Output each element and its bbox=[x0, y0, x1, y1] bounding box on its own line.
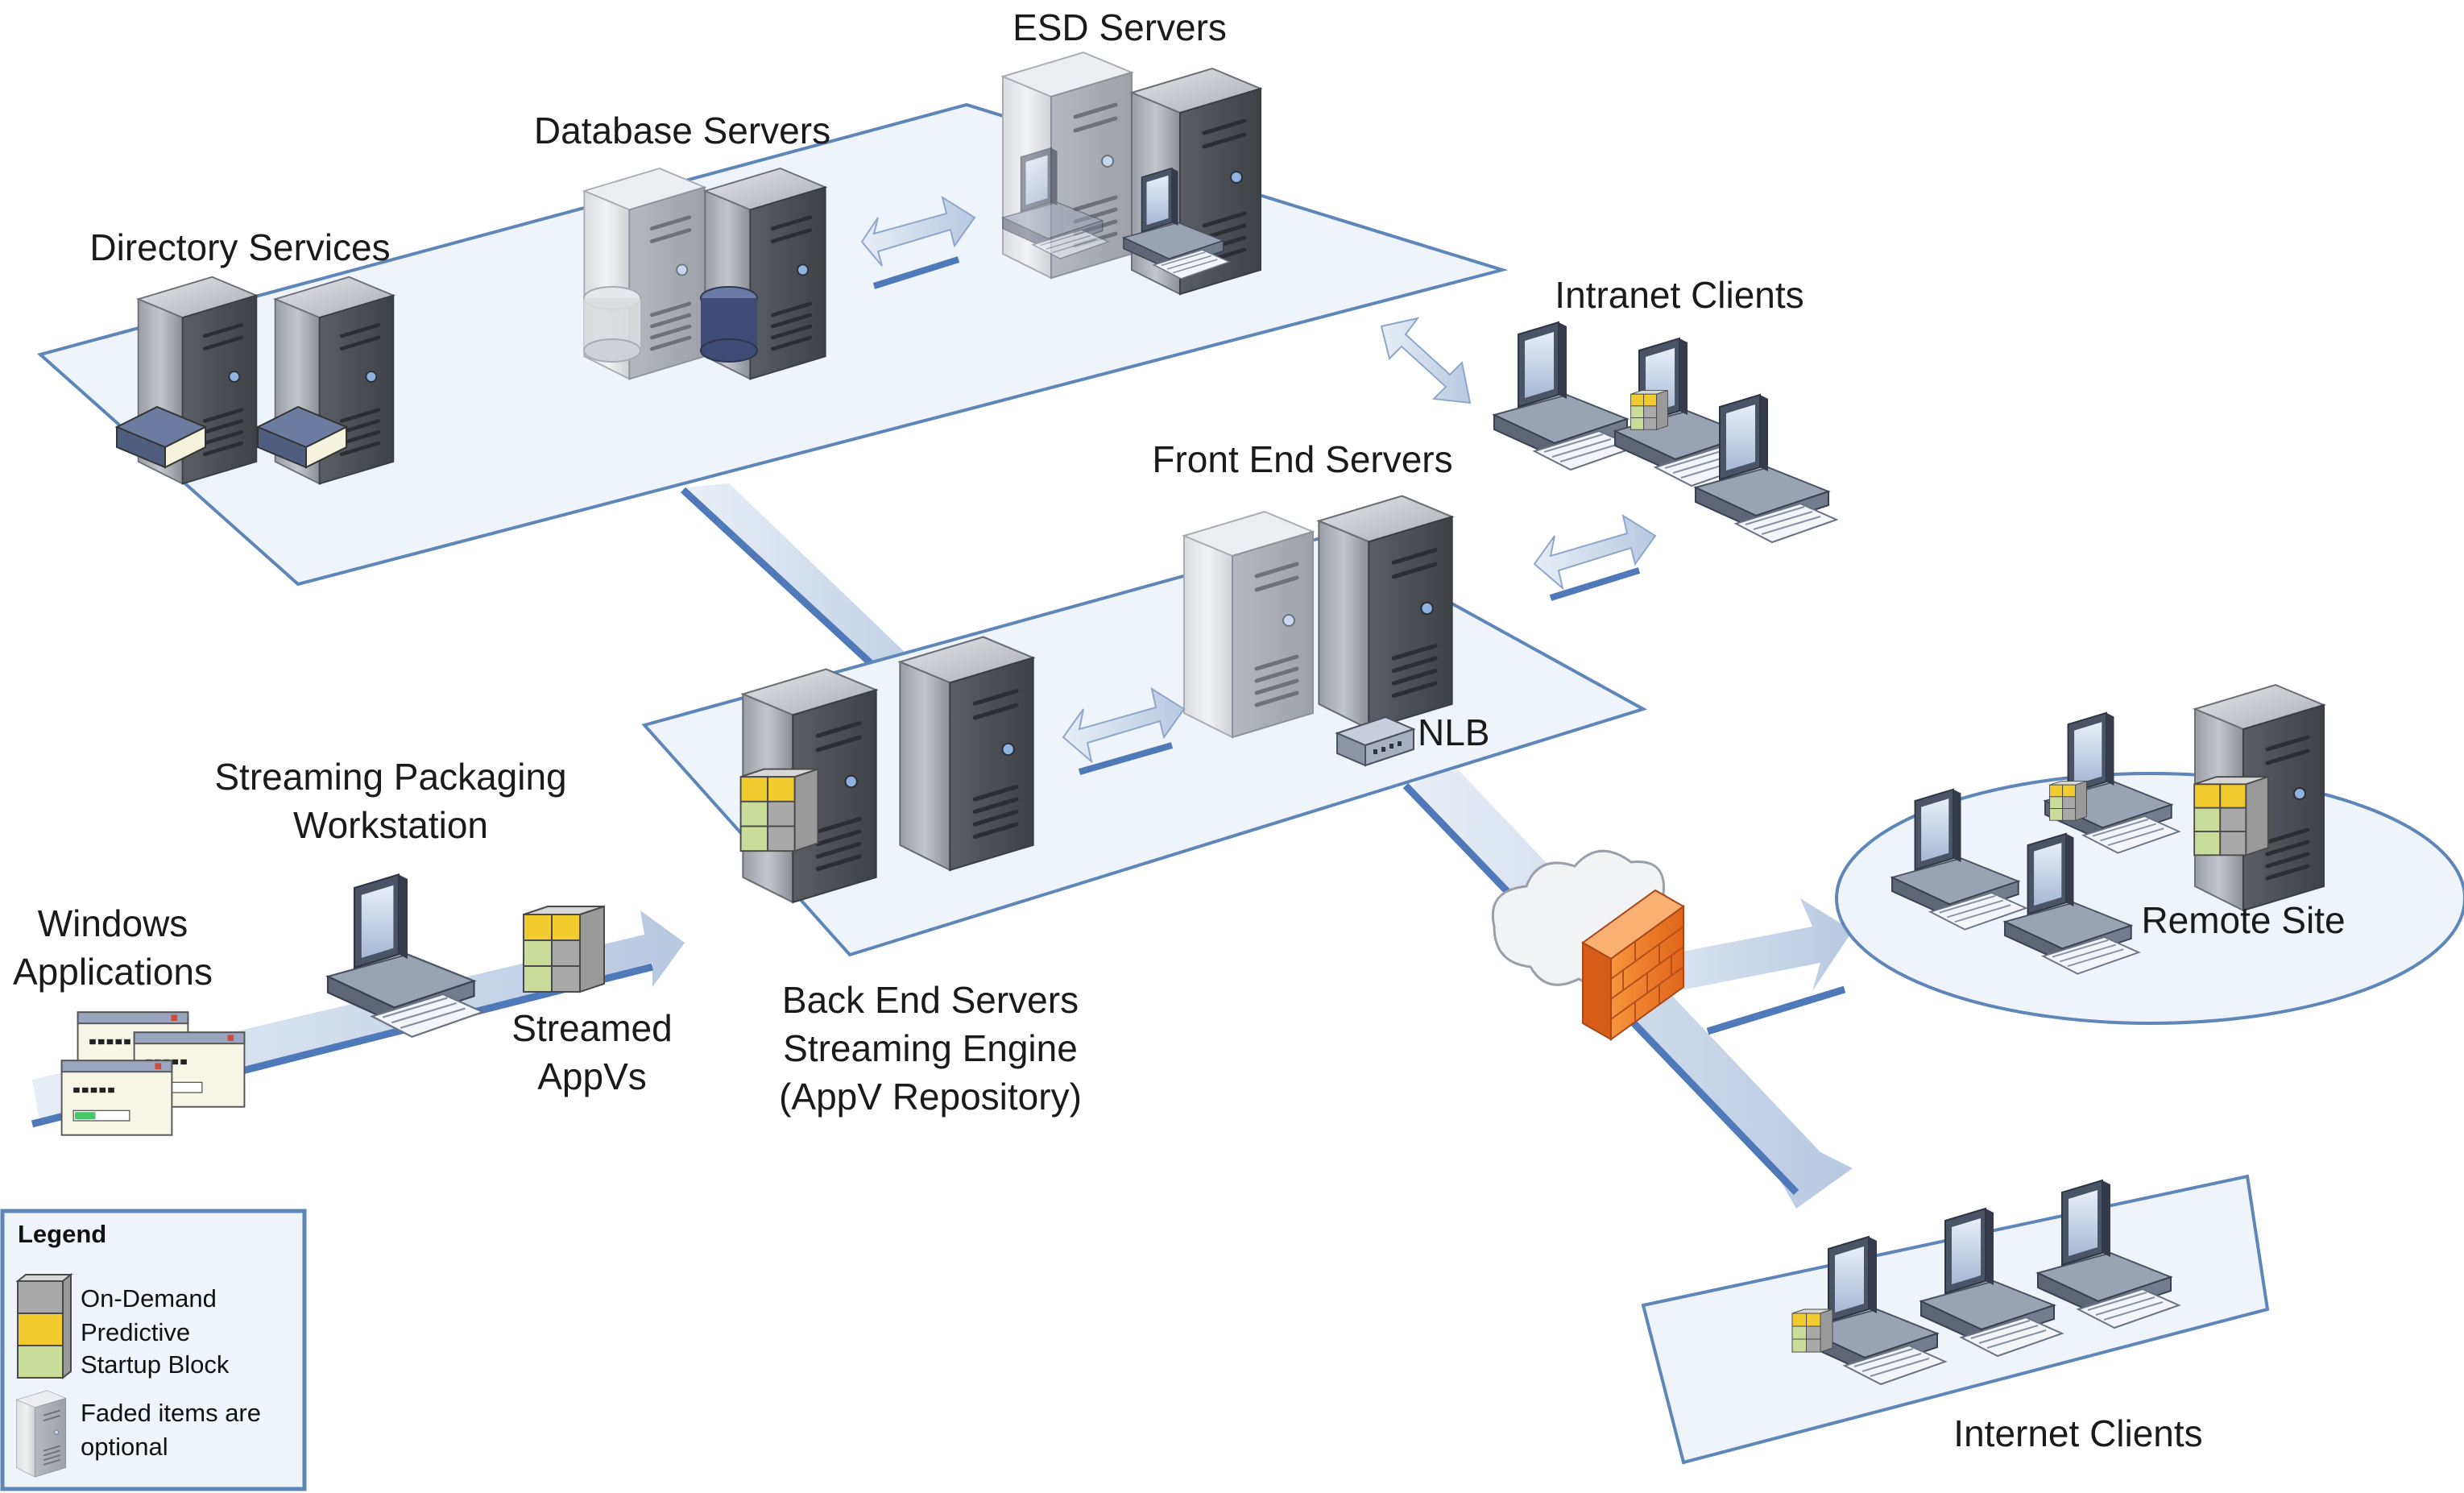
intranet-clients-group bbox=[1493, 321, 1837, 543]
back-end-server-icon bbox=[900, 637, 1033, 870]
streamed-appv-cube-icon bbox=[523, 906, 605, 993]
streamed-appvs-group bbox=[523, 906, 605, 993]
label-back-end-servers: Back End Servers bbox=[782, 979, 1079, 1021]
appv-package-icon bbox=[1630, 390, 1668, 430]
frontend-intranet-double-arrow bbox=[1533, 513, 1657, 601]
label-esd-servers: ESD Servers bbox=[1013, 6, 1227, 48]
label-workstation: Workstation bbox=[293, 804, 488, 846]
windows-applications-group bbox=[60, 1011, 246, 1136]
db-esd-double-arrow bbox=[860, 195, 976, 289]
label-remote-site: Remote Site bbox=[2141, 899, 2345, 941]
directory-drive-icon bbox=[114, 405, 349, 469]
legend-startup-block: Startup Block bbox=[81, 1350, 230, 1379]
appv-repository-cube-icon bbox=[2193, 776, 2269, 856]
database-cylinder-icon bbox=[583, 286, 758, 363]
legend-faded-server-icon bbox=[15, 1389, 67, 1478]
application-window-icon bbox=[60, 1060, 173, 1136]
front-end-servers-group bbox=[1184, 496, 1452, 767]
label-appvs: AppVs bbox=[537, 1055, 647, 1097]
legend: Legend On-Demand Predictive Startup Bloc… bbox=[0, 1209, 307, 1491]
label-intranet-clients: Intranet Clients bbox=[1555, 274, 1803, 316]
legend-predictive: Predictive bbox=[81, 1318, 190, 1346]
label-streaming-engine: Streaming Engine bbox=[783, 1027, 1078, 1069]
label-nlb: NLB bbox=[1418, 711, 1489, 753]
nlb-switch-icon bbox=[1335, 715, 1416, 767]
esd-servers-group bbox=[1003, 52, 1261, 294]
intranet-client-icon bbox=[1493, 321, 1636, 471]
directory-services-group bbox=[114, 277, 393, 484]
label-front-end-servers: Front End Servers bbox=[1152, 438, 1452, 480]
legend-title: Legend bbox=[18, 1220, 106, 1248]
front-end-server-icon bbox=[1319, 496, 1451, 729]
appv-package-icon bbox=[1791, 1308, 1833, 1353]
database-servers-group bbox=[584, 168, 826, 379]
label-directory-services: Directory Services bbox=[89, 226, 390, 268]
labels: ESD Servers Database Servers Directory S… bbox=[13, 6, 2346, 1454]
legend-faded-line2: optional bbox=[81, 1433, 168, 1461]
esd-intranet-double-arrow bbox=[1380, 317, 1472, 404]
legend-cube-swatch bbox=[15, 1272, 73, 1380]
label-streamed: Streamed bbox=[511, 1007, 672, 1049]
label-windows: Windows bbox=[38, 902, 188, 944]
firewall-icon bbox=[1581, 889, 1685, 1041]
label-database-servers: Database Servers bbox=[534, 110, 830, 151]
label-streaming-packaging: Streaming Packaging bbox=[214, 756, 566, 798]
front-end-server-optional-icon bbox=[1184, 512, 1313, 737]
legend-faded-line1: Faded items are bbox=[81, 1399, 261, 1427]
label-internet-clients: Internet Clients bbox=[1953, 1412, 2202, 1454]
appv-repository-cube-icon bbox=[739, 768, 819, 852]
backend-frontend-double-arrow bbox=[1062, 686, 1186, 775]
legend-on-demand: On-Demand bbox=[81, 1284, 217, 1313]
appv-package-icon bbox=[2049, 781, 2087, 821]
label-appv-repository: (AppV Repository) bbox=[779, 1076, 1082, 1118]
label-applications: Applications bbox=[13, 951, 213, 993]
